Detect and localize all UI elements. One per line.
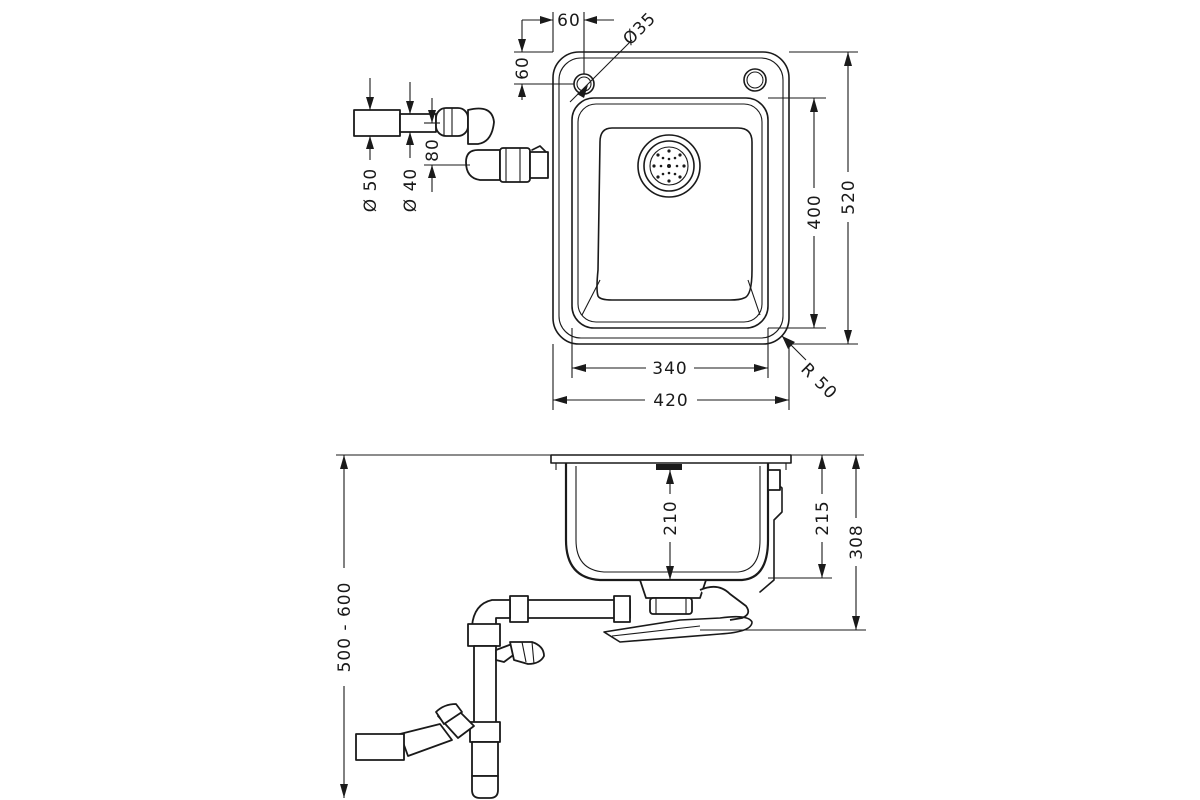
dim-tap-offset-x: 60 — [557, 11, 581, 31]
dim-height-bowl: 400 — [805, 194, 825, 229]
tap-hole-right — [743, 68, 767, 92]
dim-bowl-depth: 215 — [813, 500, 833, 535]
bowl-mid — [577, 103, 763, 323]
side-view: 500 - 600 308 215 210 — [335, 454, 867, 799]
waste-pipe-assembly-top — [353, 107, 549, 183]
bowl-body-side — [564, 463, 770, 582]
tap-hole-right-inner — [746, 71, 764, 89]
dim-tap-offset-y: 60 — [513, 56, 533, 80]
sink-rim-inner — [558, 57, 784, 339]
dim-outlet-offset: 80 — [423, 138, 443, 162]
dim-width-bowl: 340 — [652, 359, 687, 379]
sink-rim-side — [550, 454, 792, 464]
top-view: 420 340 520 400 R 50 — [353, 9, 859, 411]
sink-rim — [552, 51, 790, 345]
dim-outlet-diameter-40: Ø 40 — [401, 168, 421, 212]
drain-strainer — [637, 134, 701, 198]
dim-inner-depth: 210 — [661, 500, 681, 535]
dim-width-overall: 420 — [653, 391, 688, 411]
dim-outlet-diameter-50: Ø 50 — [361, 168, 381, 212]
bowl-wall-line-right — [747, 279, 761, 316]
waste-trap-assembly — [355, 579, 753, 799]
bowl-floor — [596, 127, 753, 301]
dim-height-overall: 520 — [839, 179, 859, 214]
bowl-outer — [571, 97, 769, 329]
dim-install-height: 500 - 600 — [335, 582, 355, 673]
bowl-wall-line-left — [581, 279, 601, 316]
dim-corner-radius: R 50 — [796, 359, 840, 403]
dim-total-depth: 308 — [847, 524, 867, 559]
dim-tap-hole-diameter: Ø35 — [619, 9, 660, 50]
